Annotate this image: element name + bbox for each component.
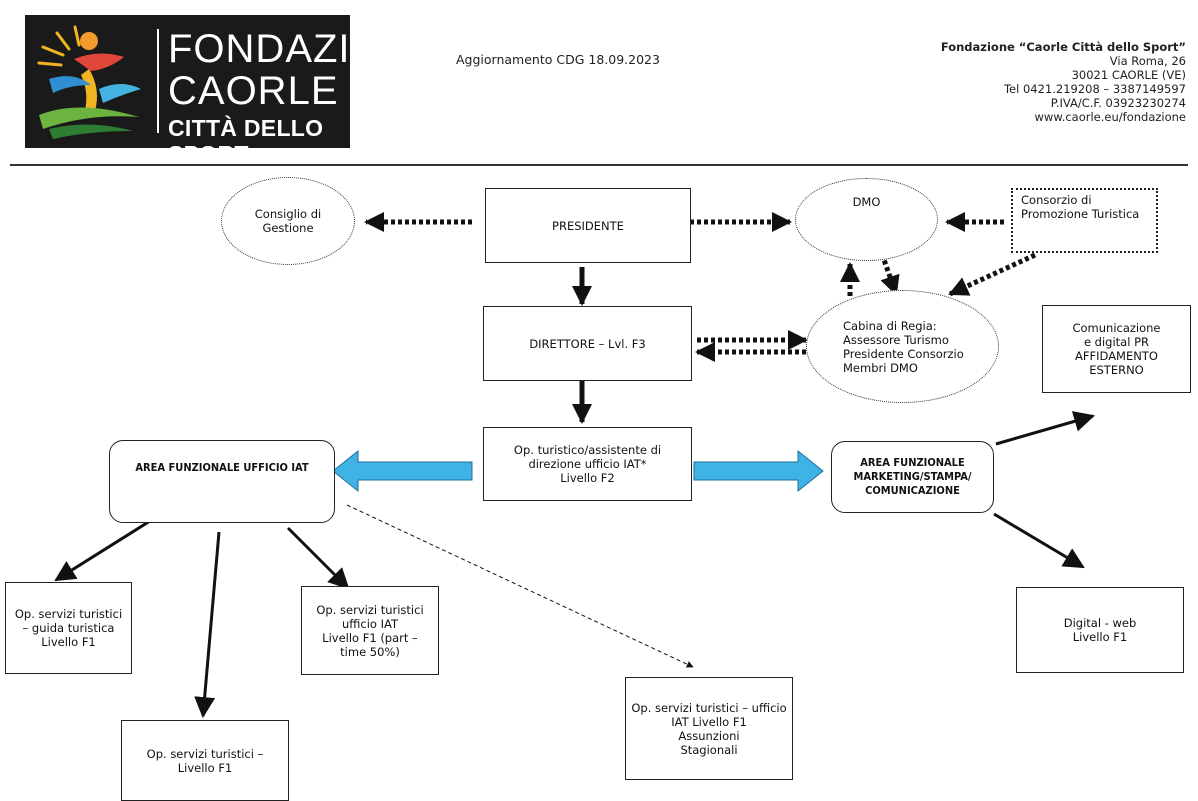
arrow-dmo-cabina [879,253,900,296]
arrow-iat-ufficio [286,526,350,590]
node-op-livello: Op. servizi turistici – Livello F1 [121,720,289,801]
node-comunicazione: Comunicazione e digital PR AFFIDAMENTO E… [1042,305,1191,393]
arrow-consorzio-cabina [948,252,1037,297]
address-city: 30021 CAORLE (VE) [1071,68,1186,82]
arrow-marketing-digital [993,512,1085,569]
node-stagionali: Op. servizi turistici – ufficio IAT Live… [625,677,793,780]
logo-separator [157,29,159,133]
address-org: Fondazione “Caorle Città dello Sport” [940,40,1186,54]
node-area-marketing: AREA FUNZIONALE MARKETING/STAMPA/ COMUNI… [831,441,994,513]
arrow-marketing-comunicazione [995,411,1096,446]
node-op-turistico: Op. turistico/assistente di direzione uf… [483,427,692,501]
address-phone: Tel 0421.219208 – 3387149597 [1003,82,1186,96]
node-cabina-regia: Cabina di Regia: Assessore Turismo Presi… [806,290,999,403]
blue-arrow-right [693,449,824,493]
node-guida-turistica: Op. servizi turistici – guida turistica … [5,582,132,674]
fondazione-logo: FONDAZIONE CAORLE CITTÀ DELLO SPORT [25,15,439,167]
node-digital-web: Digital - web Livello F1 [1016,587,1184,673]
header-divider [10,164,1188,166]
arrow-iat-guida [54,519,151,582]
node-consiglio-gestione: Consiglio di Gestione [221,177,355,265]
blue-arrow-left [332,449,473,493]
logo-text-line3: CITTÀ DELLO SPORT [168,115,324,167]
address-website: www.caorle.eu/fondazione [1034,110,1186,124]
node-presidente: PRESIDENTE [485,188,691,263]
logo-text-line2: CAORLE [168,69,339,113]
address-block: Fondazione “Caorle Città dello Sport” Vi… [941,40,1186,124]
logo-figure-icon [37,25,141,139]
node-area-iat: AREA FUNZIONALE UFFICIO IAT [109,440,335,523]
arrow-iat-oplivello [194,531,221,719]
address-street: Via Roma, 26 [1109,54,1186,68]
address-vat: P.IVA/C.F. 03923230274 [1050,96,1186,110]
node-ufficio-iat: Op. servizi turistici ufficio IAT Livell… [301,586,439,675]
logo-text-line1: FONDAZIONE [168,27,441,71]
update-date: Aggiornamento CDG 18.09.2023 [456,52,660,67]
node-consorzio: Consorzio di Promozione Turistica [1011,188,1158,253]
node-dmo: DMO [795,178,938,261]
node-direttore: DIRETTORE – Lvl. F3 [483,306,692,381]
arrow-iat-stagionali [346,504,694,668]
